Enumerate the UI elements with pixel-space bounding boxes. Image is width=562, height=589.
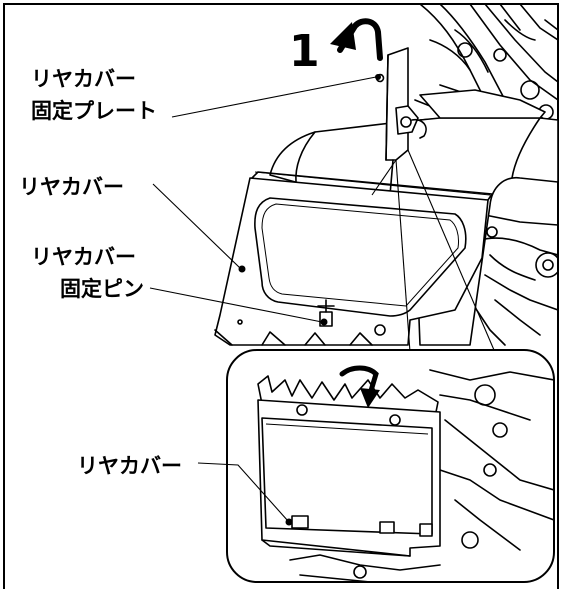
label-plate-line2: 固定プレート bbox=[31, 99, 157, 123]
label-inset-cover: リヤカバー bbox=[77, 454, 182, 478]
label-plate-line1: リヤカバー bbox=[31, 67, 136, 91]
leader-plate-dot bbox=[375, 74, 381, 80]
leader-cover bbox=[152, 183, 241, 269]
inset-detail-view bbox=[226, 349, 555, 583]
label-pin-line1: リヤカバー bbox=[31, 245, 136, 269]
fold-down-arrow-icon bbox=[339, 365, 380, 408]
rotate-arrow-icon bbox=[330, 18, 383, 61]
label-cover: リヤカバー bbox=[19, 175, 124, 199]
leader-plate bbox=[171, 76, 377, 118]
tine-cover-housing bbox=[269, 89, 558, 346]
rear-cover-fixing-plate bbox=[375, 47, 427, 196]
leader-inset-dot bbox=[285, 518, 293, 526]
step-number: 1 bbox=[289, 26, 320, 77]
rear-cover-panel bbox=[214, 171, 493, 346]
leader-inset-cover bbox=[197, 462, 289, 522]
leader-pin-dot bbox=[320, 318, 328, 326]
leader-cover-dot bbox=[238, 265, 246, 273]
label-pin-line2: 固定ピン bbox=[60, 277, 144, 301]
figure-frame bbox=[3, 3, 559, 589]
leader-pin bbox=[149, 287, 323, 323]
